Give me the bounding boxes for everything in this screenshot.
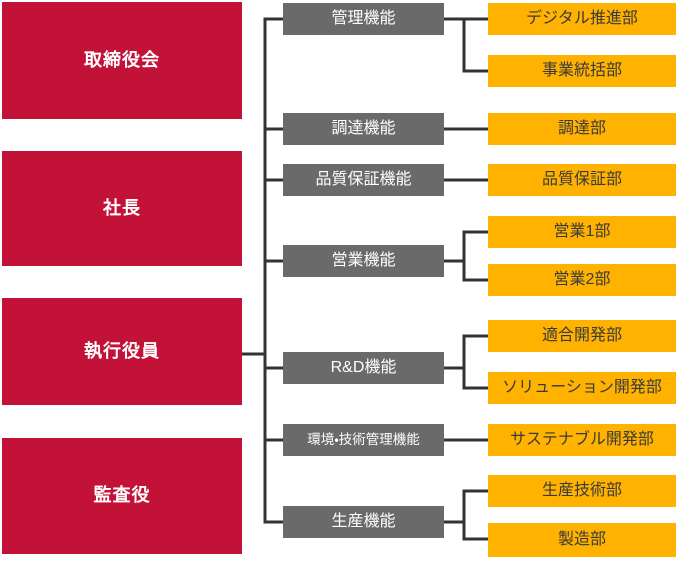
- procurement-dept-box: 調達部: [488, 113, 676, 145]
- sales-dept-1-box: 営業1部: [488, 216, 676, 248]
- quality-assurance-function-box: 品質保証機能: [283, 164, 444, 196]
- auditors-box: 監査役: [2, 438, 242, 554]
- trunk-line: [263, 17, 283, 524]
- board-of-directors-box: 取締役会: [2, 2, 242, 119]
- sales-function-box: 営業機能: [283, 245, 444, 277]
- management-children-lines: [444, 17, 488, 73]
- sales-dept-2-box: 営業2部: [488, 264, 676, 296]
- business-management-dept-box: 事業統括部: [488, 55, 676, 87]
- management-function-box: 管理機能: [283, 3, 444, 35]
- rd-function-box: R&D機能: [283, 352, 444, 384]
- solution-development-dept-box: ソリューション開発部: [488, 372, 676, 404]
- rd-children-lines: [444, 334, 488, 390]
- production-engineering-dept-box: 生産技術部: [488, 475, 676, 507]
- sales-children-lines: [444, 230, 488, 282]
- production-function-box: 生産機能: [283, 506, 444, 538]
- env-tech-management-function-box: 環境・技術管理機能: [283, 424, 444, 456]
- procurement-function-box: 調達機能: [283, 113, 444, 145]
- manufacturing-dept-box: 製造部: [488, 523, 676, 557]
- function-connector-lines: [265, 127, 283, 442]
- single-child-lines: [444, 127, 488, 442]
- executive-officers-box: 執行役員: [2, 298, 242, 405]
- production-children-lines: [444, 489, 488, 541]
- president-box: 社長: [2, 151, 242, 266]
- sustainable-development-dept-box: サステナブル開発部: [488, 424, 676, 456]
- digital-promotion-dept-box: デジタル推進部: [488, 3, 676, 35]
- quality-assurance-dept-box: 品質保証部: [488, 164, 676, 196]
- conformity-development-dept-box: 適合開発部: [488, 320, 676, 352]
